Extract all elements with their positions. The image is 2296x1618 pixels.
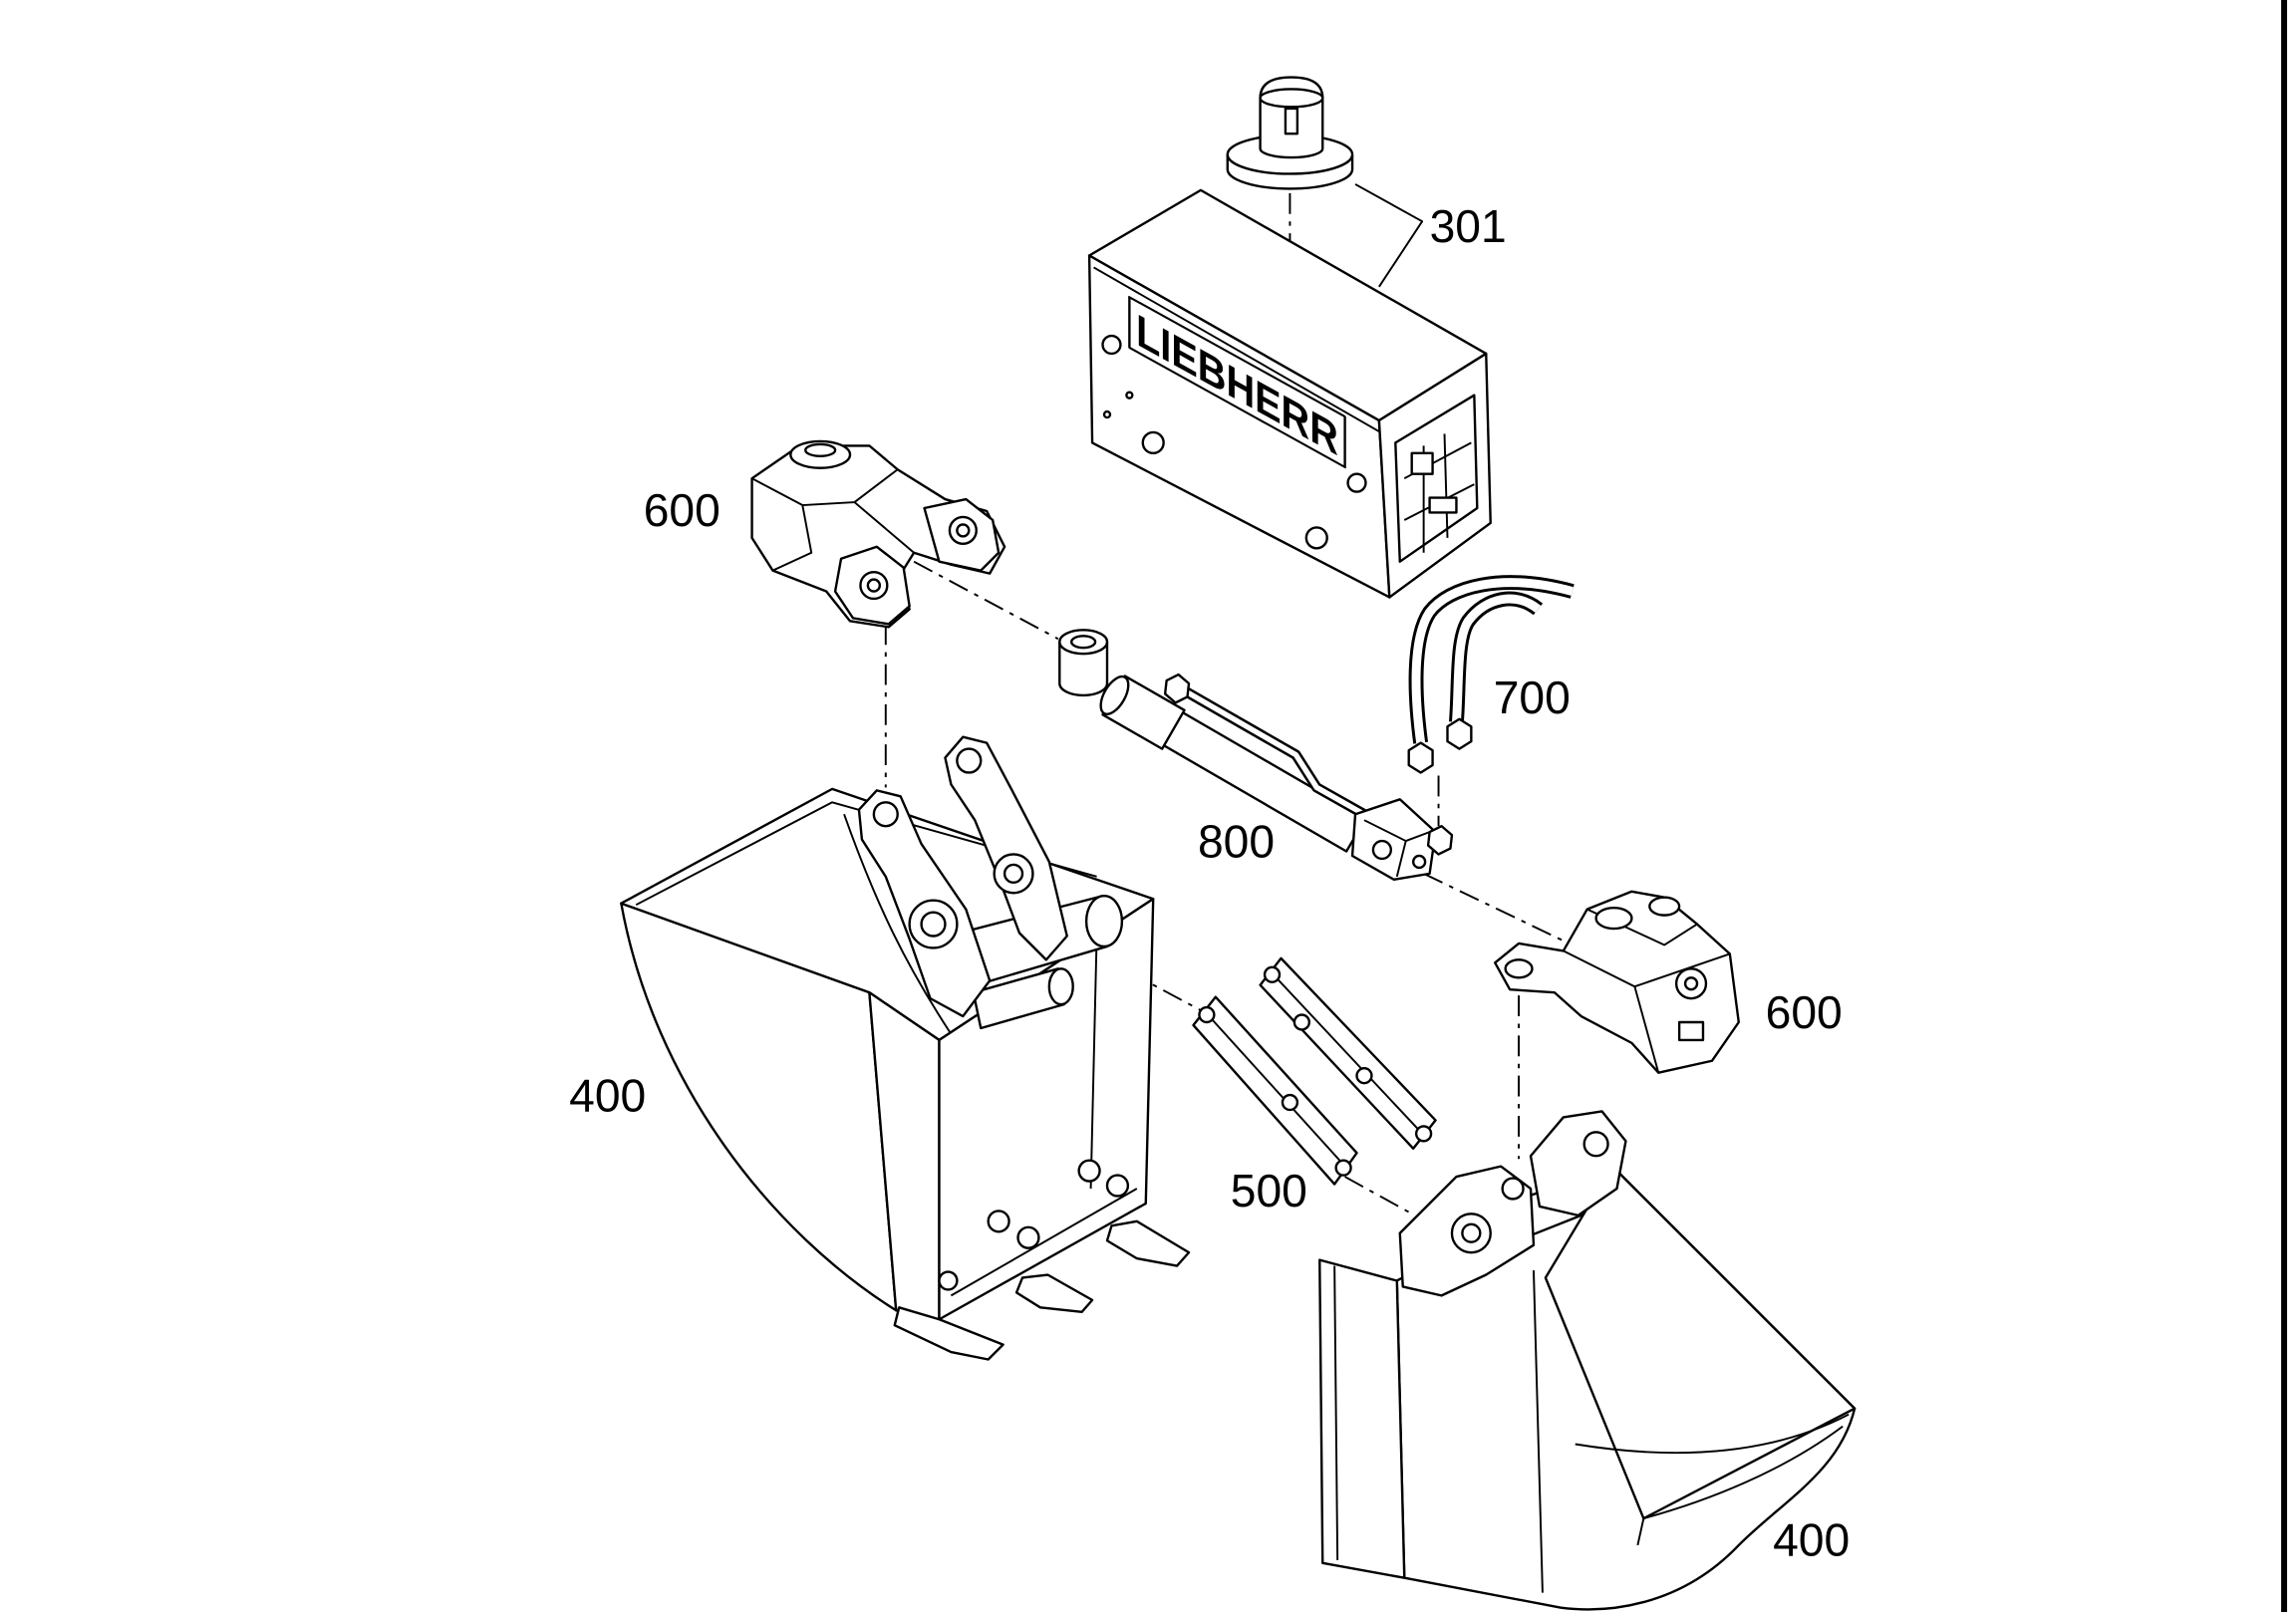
leader-line-301 (1354, 183, 1424, 288)
bucket-right (1318, 1110, 1857, 1611)
part-label-box: 301 (1430, 200, 1507, 252)
control-box: LIEBHERR (1087, 188, 1492, 599)
bucket-left (620, 735, 1191, 1361)
connecting-links (1192, 956, 1437, 1186)
part-label-hoses: 700 (1494, 672, 1571, 723)
part-label-bucket-right: 400 (1773, 1513, 1850, 1565)
beacon-light (1226, 76, 1354, 190)
part-label-coupler-top: 600 (644, 484, 720, 536)
quick-coupler-right (1494, 890, 1740, 1074)
part-label-coupler-right: 600 (1766, 986, 1843, 1038)
hydraulic-cylinder (1058, 629, 1454, 882)
part-label-bucket-left: 400 (569, 1069, 646, 1121)
part-label-links: 500 (1231, 1165, 1307, 1216)
hydraulic-hoses (1407, 575, 1575, 774)
part-label-cylinder: 800 (1198, 815, 1275, 867)
quick-coupler-top (750, 439, 1006, 629)
